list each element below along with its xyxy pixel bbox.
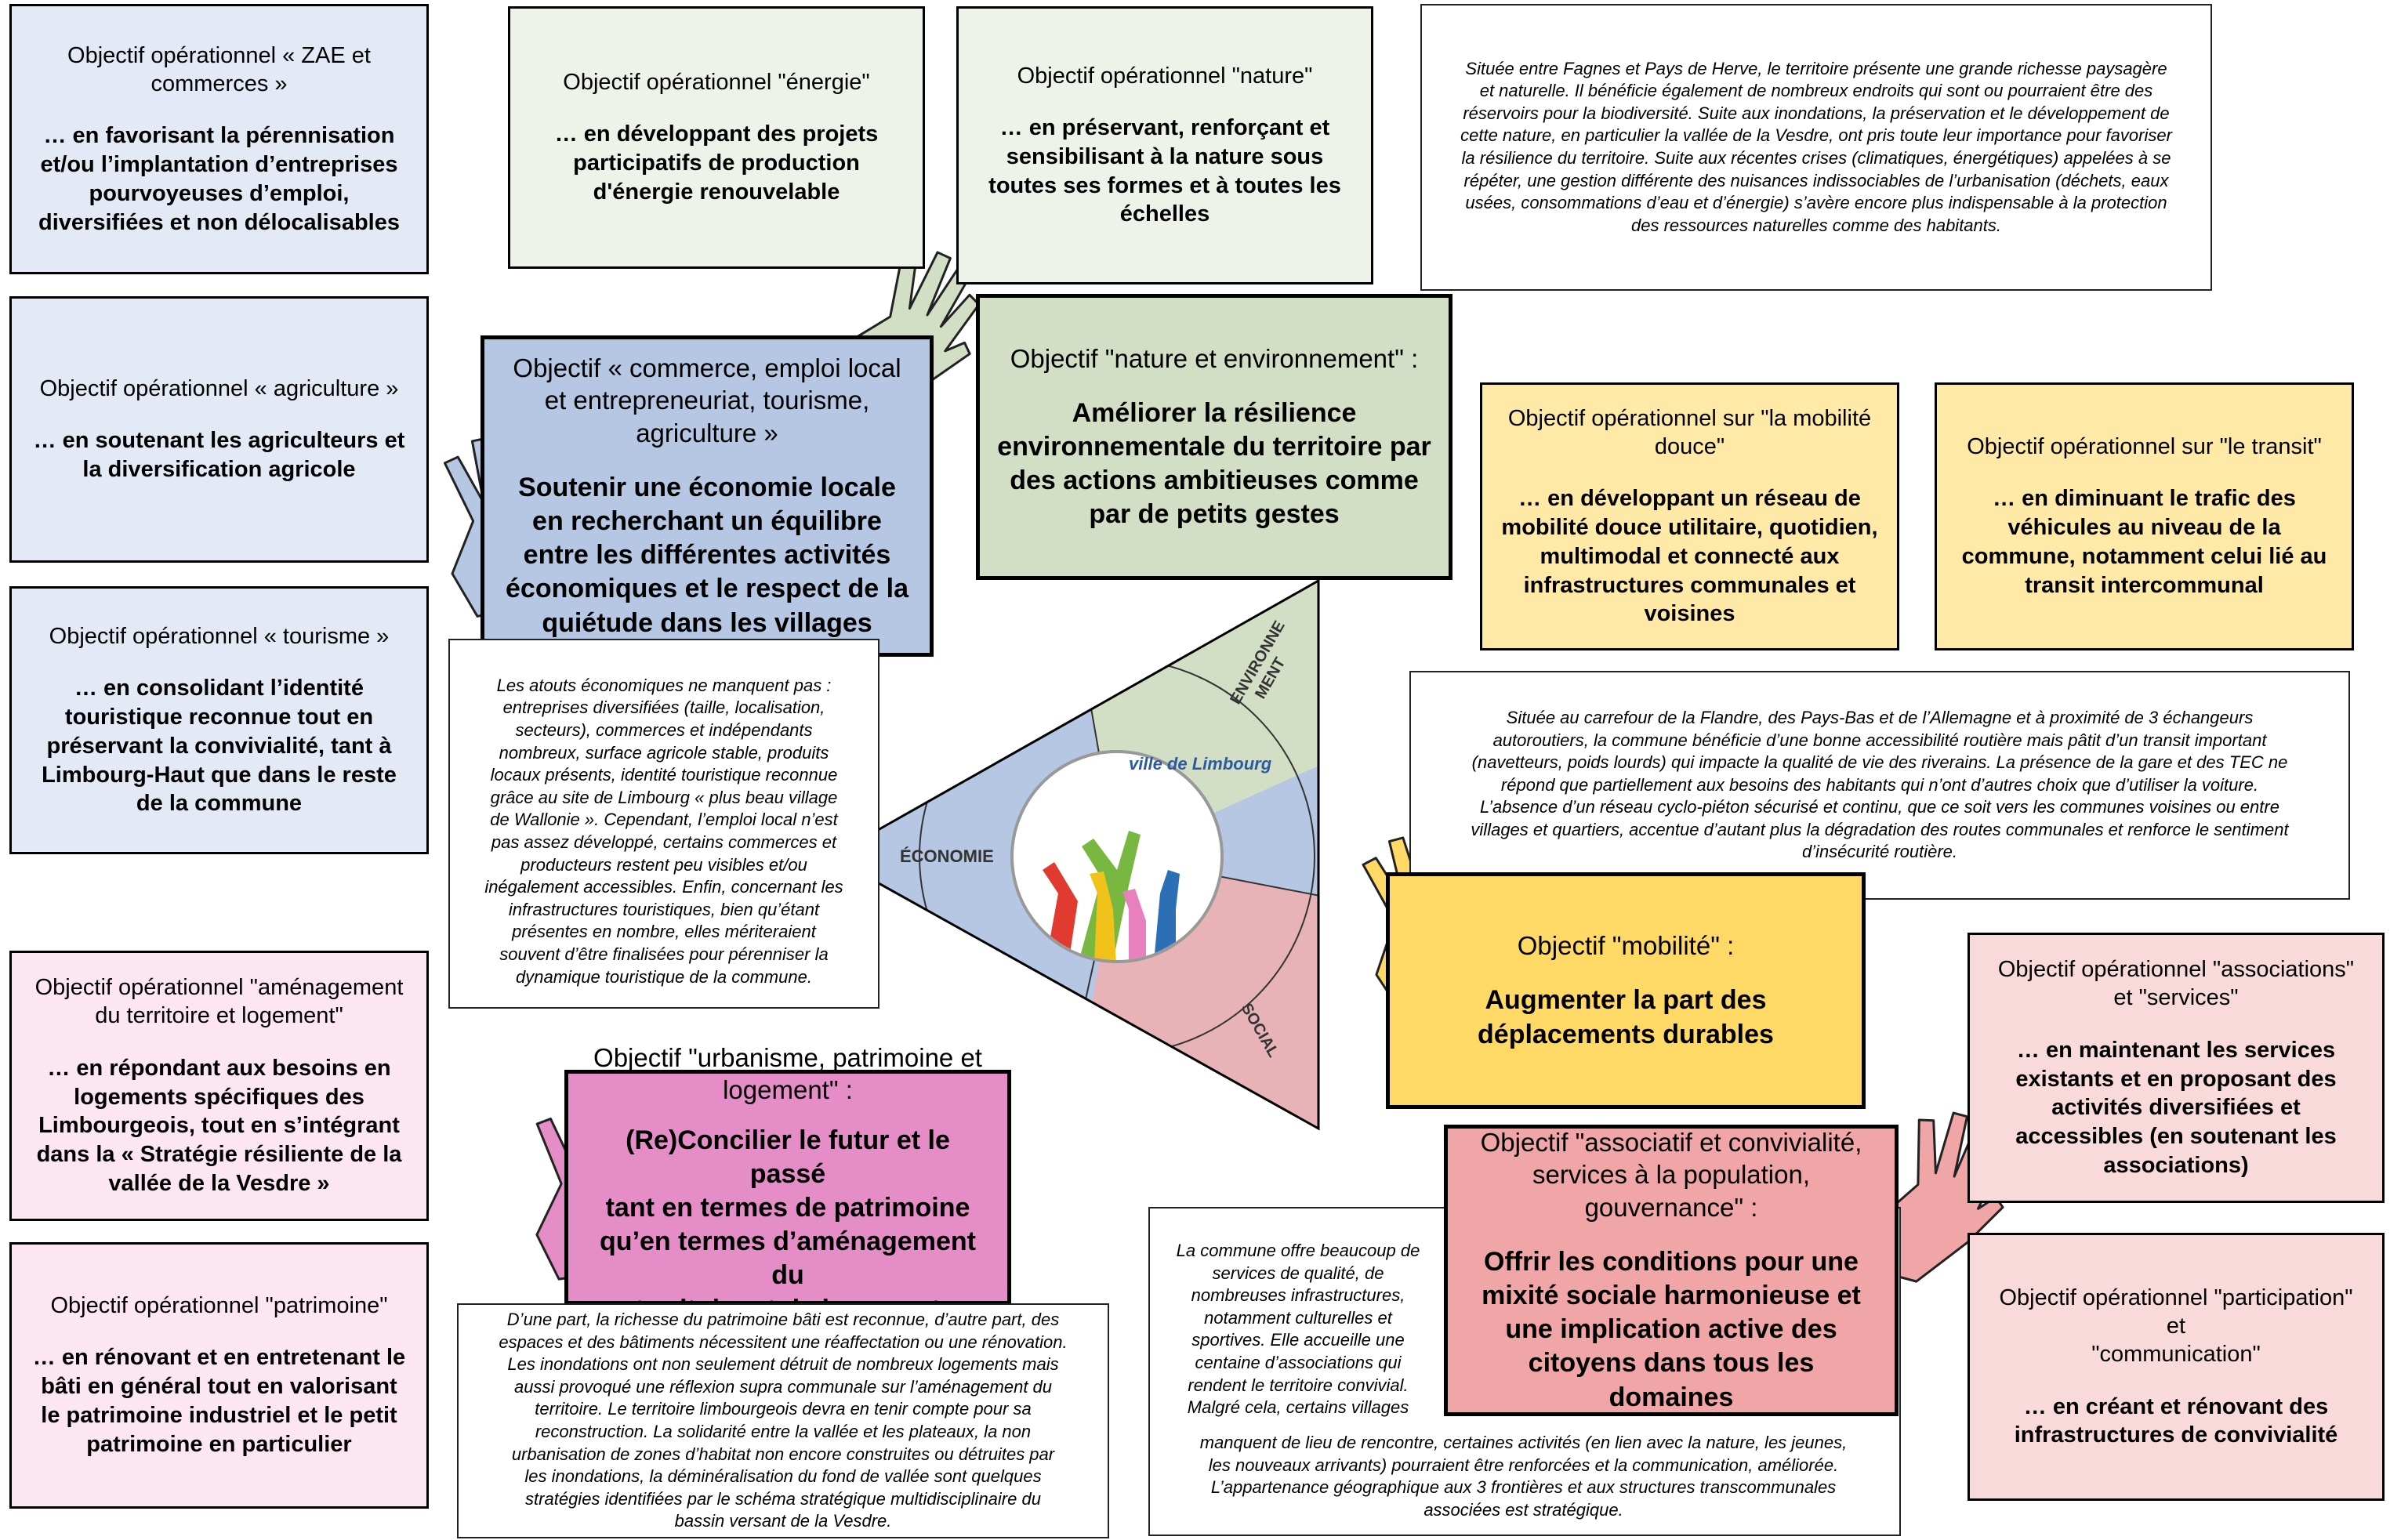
objective-body: … en préservant, renforçant et sensibili… [988,114,1341,227]
note-text: D’une part, la richesse du patrimoine bâ… [499,1310,1068,1531]
objective-body: … en soutenant les agriculteurs et la di… [33,428,405,483]
nature-context-note: Située entre Fagnes et Pays de Herve, le… [1420,4,2212,291]
objective-title: Objectif opérationnel sur "le transit" [1967,434,2322,460]
objective-energie: Objectif opérationnel "énergie" … en dév… [508,6,925,269]
note-text-part-2: manquent de lieu de rencontre, certaines… [1199,1433,1848,1520]
objective-transit: Objectif opérationnel sur "le transit" …… [1935,382,2354,650]
mobility-context-note: Située au carrefour de la Flandre, des P… [1409,671,2350,900]
objective-title: Objectif opérationnel "nature" [1017,63,1313,89]
economie-label: ÉCONOMIE [900,846,994,866]
objective-title: Objectif opérationnel "associations" et … [1997,957,2355,1011]
objective-social-main: Objectif "associatif et convivialité, se… [1444,1125,1899,1416]
note-text-part-1: La commune offre beaucoup de services de… [1176,1241,1420,1418]
objective-title: Objectif opérationnel "aménagement du te… [34,975,404,1029]
objective-nature-main: Objectif "nature et environnement" : Amé… [976,294,1452,580]
objective-title: Objectif opérationnel « ZAE et commerces… [67,42,371,96]
objective-body: … en créant et rénovant des infrastructu… [2014,1393,2338,1448]
objective-urbanism-main: Objectif "urbanisme, patrimoine et logem… [564,1043,1011,1324]
objective-body: Soutenir une économie locale en recherch… [506,472,908,638]
objective-title: Objectif opérationnel "patrimoine" [50,1293,388,1319]
objective-title: Objectif opérationnel « agriculture » [39,376,399,402]
note-text: Située au carrefour de la Flandre, des P… [1471,707,2289,862]
objective-body: Augmenter la part des déplacements durab… [1478,985,1774,1049]
objective-title: Objectif opérationnel « tourisme » [49,623,390,649]
objective-title: Objectif "urbanisme, patrimoine et logem… [593,1043,982,1105]
objective-title: Objectif « commerce, emploi local et ent… [513,353,901,448]
objective-agriculture: Objectif opérationnel « agriculture » … … [9,296,429,563]
objective-title: Objectif opérationnel "énergie" [563,70,870,96]
objective-mobility-main: Objectif "mobilité" : Augmenter la part … [1386,872,1866,1109]
objective-nature: Objectif opérationnel "nature" … en prés… [956,6,1373,284]
objective-body: … en consolidant l’identité touristique … [42,676,397,817]
logo-text: ville de Limbourg [1129,754,1272,774]
objective-body: … en rénovant et en entretenant le bâti … [32,1345,406,1457]
objective-tourisme: Objectif opérationnel « tourisme » … en … [9,586,429,854]
objective-body: (Re)Concilier le futur et le passé tant … [600,1125,976,1324]
objective-body: Améliorer la résilience environnementale… [997,397,1431,530]
economy-context-note: Les atouts économiques ne manquent pas :… [448,639,879,1009]
urbanism-context-note: D’une part, la richesse du patrimoine bâ… [457,1303,1109,1538]
objective-body: … en diminuant le trafic des véhicules a… [1961,486,2327,598]
objective-mobilite-douce: Objectif opérationnel sur "la mobilité d… [1480,382,1899,650]
objective-economy-main: Objectif « commerce, emploi local et ent… [481,335,934,657]
objective-title: Objectif opérationnel sur "la mobilité d… [1507,405,1872,459]
objective-body: … en favorisant la pérennisation et/ou l… [38,123,400,235]
objective-title: Objectif "nature et environnement" : [1010,343,1419,373]
objective-amenagement-logement: Objectif opérationnel "aménagement du te… [9,951,429,1221]
objective-body: … en développant des projets participati… [554,121,879,205]
objective-participation-communication: Objectif opérationnel "participation" et… [1967,1233,2385,1501]
objective-patrimoine: Objectif opérationnel "patrimoine" … en … [9,1242,429,1509]
objective-body: Offrir les conditions pour une mixité so… [1482,1246,1861,1412]
objective-body: … en maintenant les services existants e… [2015,1037,2337,1178]
note-text: Située entre Fagnes et Pays de Herve, le… [1460,58,2172,235]
objective-title: Objectif "associatif et convivialité, se… [1480,1128,1862,1222]
objective-body: … en développant un réseau de mobilité d… [1501,486,1878,627]
objective-title: Objectif opérationnel "participation" et… [1999,1285,2353,1368]
objective-associations-services: Objectif opérationnel "associations" et … [1967,933,2385,1203]
objective-zae-commerces: Objectif opérationnel « ZAE et commerces… [9,4,429,274]
objective-body: … en répondant aux besoins en logements … [36,1055,402,1196]
note-text: Les atouts économiques ne manquent pas :… [484,675,843,987]
objective-title: Objectif "mobilité" : [1517,931,1735,961]
